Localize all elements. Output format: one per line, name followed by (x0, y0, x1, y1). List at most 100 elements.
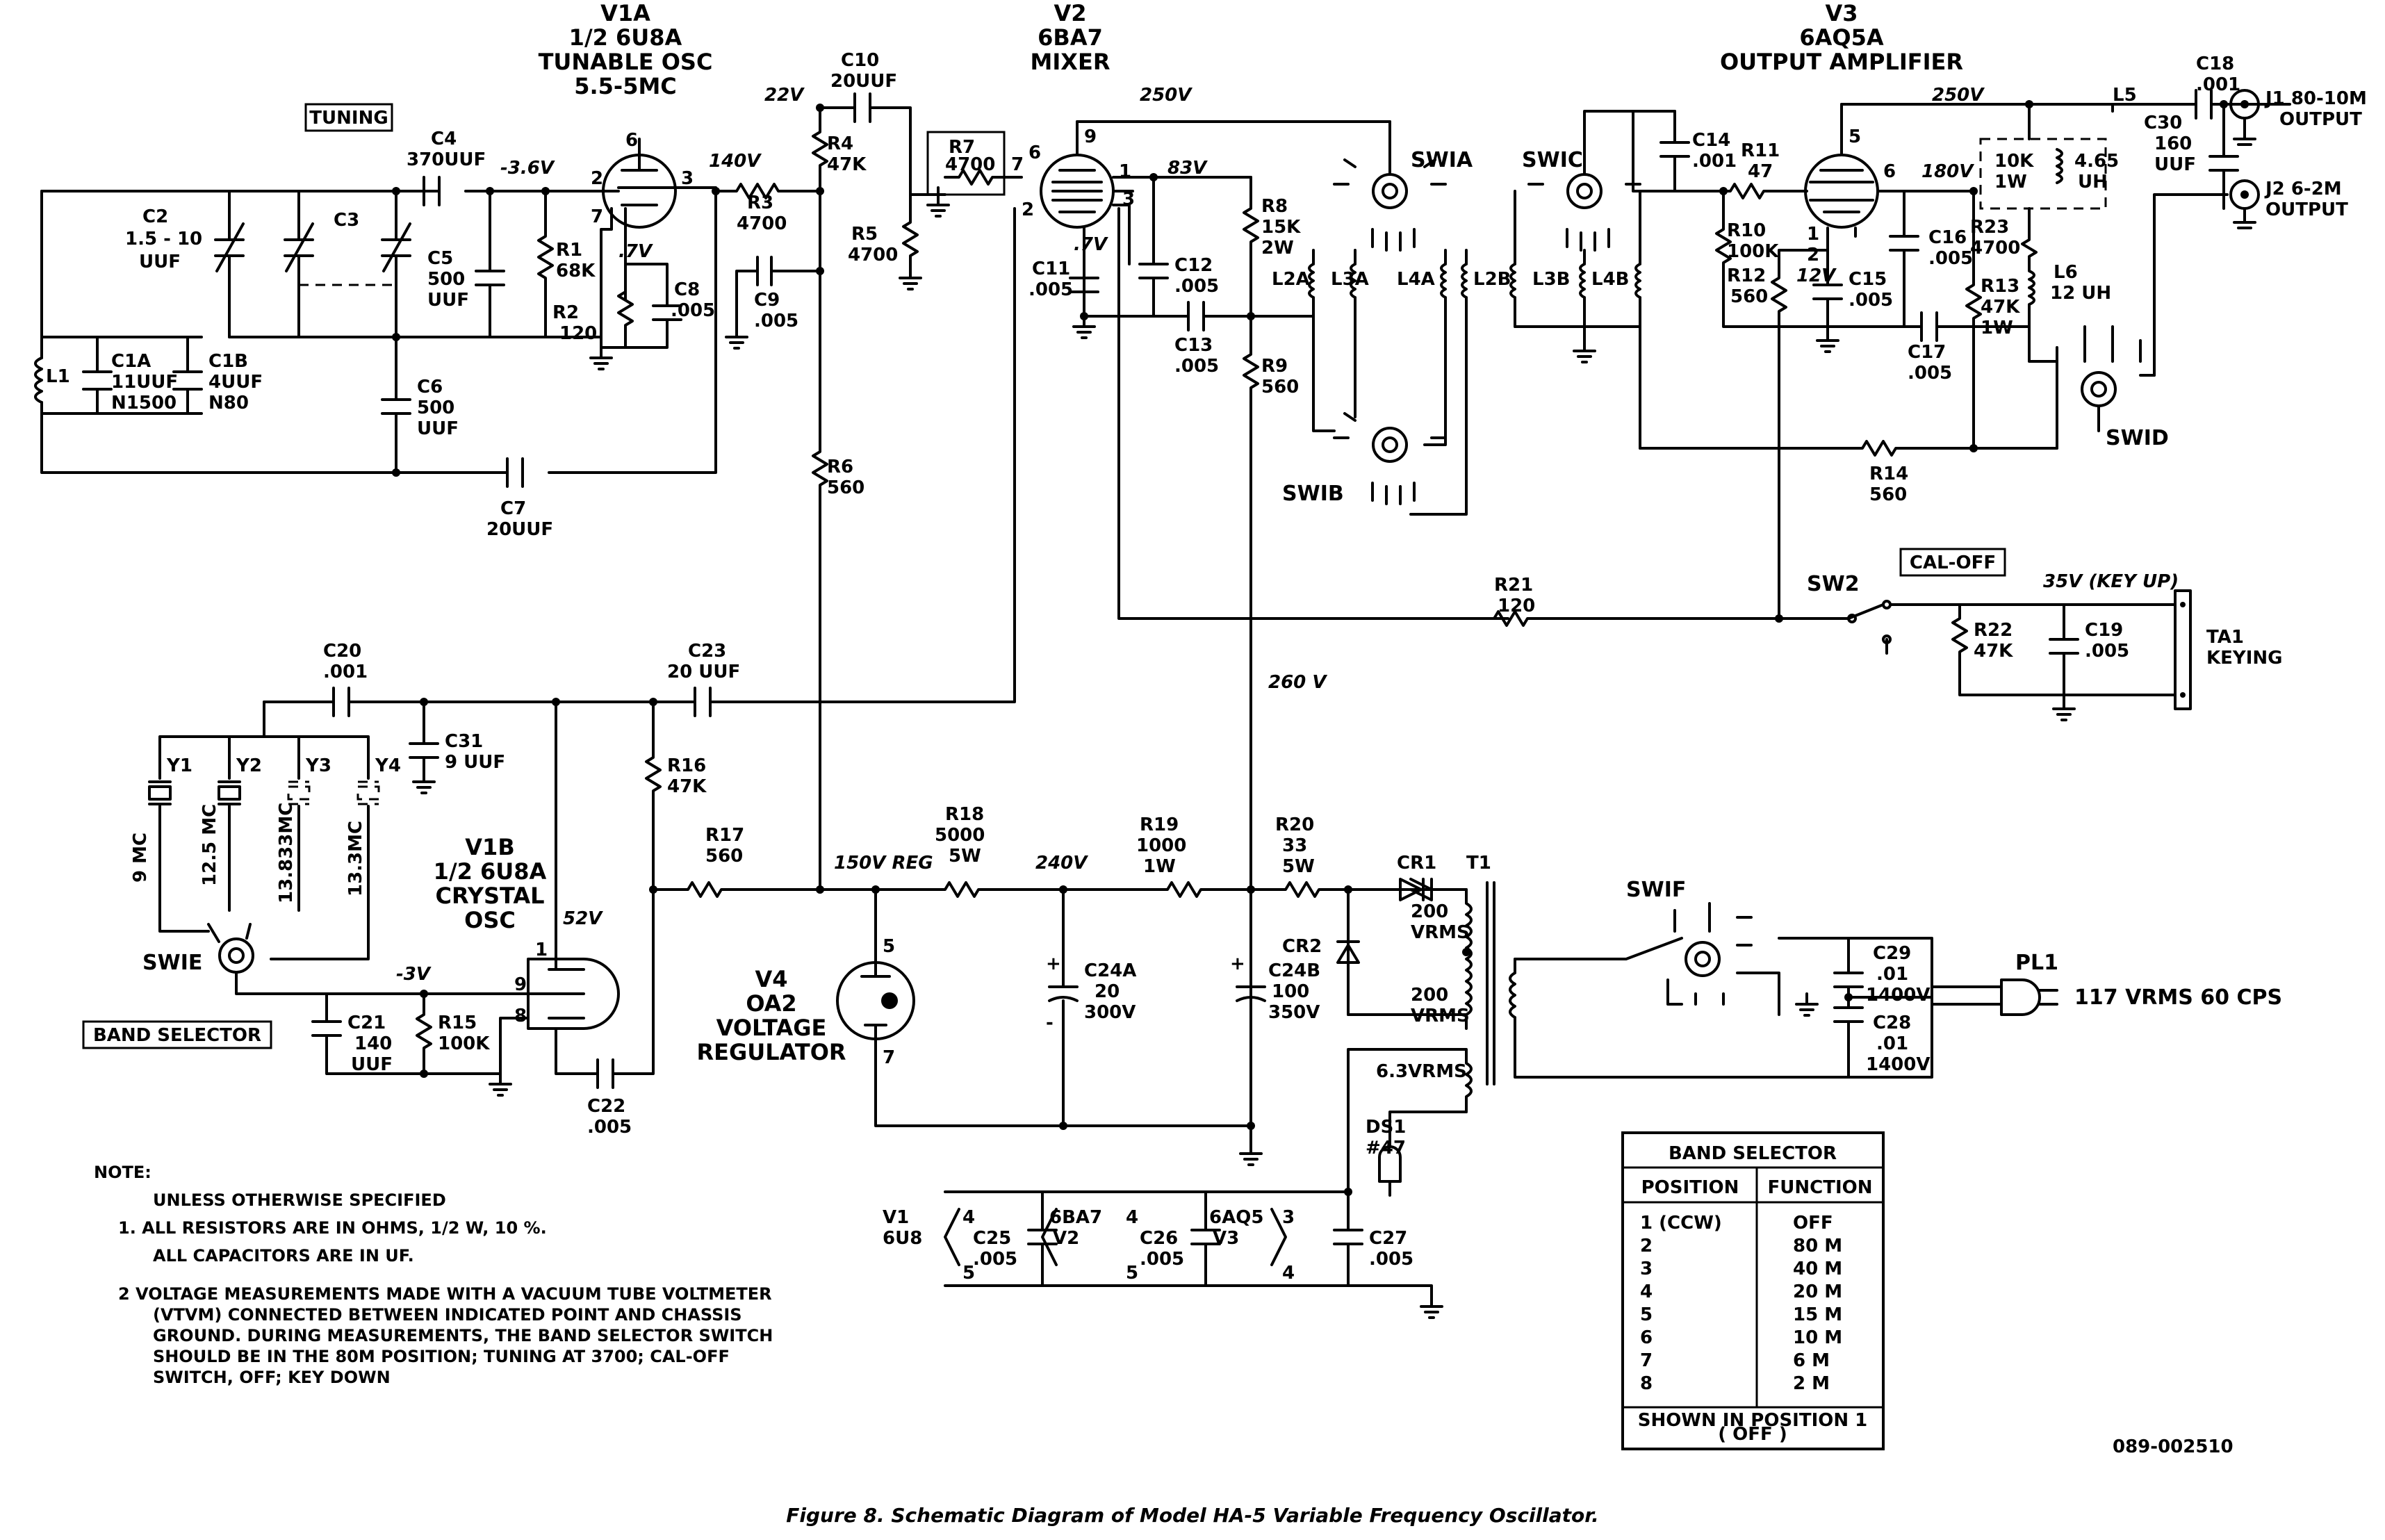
j2-label-0: J2 6-2M (2264, 179, 2342, 199)
t1-200b-0: 200 (1411, 985, 1448, 1006)
y2-crystal (218, 785, 241, 801)
r23-label-0: R23 (1970, 217, 2009, 238)
note-line-3: 2 VOLTAGE MEASUREMENTS MADE WITH A VACUU… (118, 1284, 772, 1304)
c3-label: C3 (334, 210, 359, 231)
figure-caption: Figure 8. Schematic Diagram of Model HA-… (786, 1504, 1598, 1527)
l5res-label-0: 10K (1994, 151, 2034, 172)
svg-text:1: 1 (1119, 161, 1131, 182)
svg-text:8: 8 (514, 1006, 527, 1026)
cal-off-label: CAL-OFF (1910, 552, 1996, 573)
swic-switch[interactable] (1566, 173, 1603, 209)
y3-label: Y3 (305, 755, 331, 776)
r15-label-1: 100K (438, 1033, 490, 1054)
r11-label-0: R11 (1741, 140, 1780, 161)
svg-text:6: 6 (625, 130, 638, 151)
band-switch-a-b: SWIA SWIB L2A L3A L4A SWIC L2B L3B L4B (1249, 110, 1676, 516)
cr1-label: CR1 (1397, 853, 1436, 874)
r14-label-0: R14 (1869, 464, 1908, 484)
c19-label-0: C19 (2085, 620, 2123, 641)
t1-63-label: 6.3VRMS (1376, 1061, 1467, 1082)
ds1-label-1: #47 (1366, 1138, 1406, 1158)
v-52: 52V (563, 908, 603, 929)
l5ind-label-0: 4.65 (2074, 151, 2119, 172)
v4-label-3: REGULATOR (696, 1039, 846, 1065)
c15-label-0: C15 (1849, 269, 1887, 290)
band-selector-label: BAND SELECTOR (93, 1025, 261, 1046)
ta1-jack[interactable] (2174, 589, 2192, 710)
c27-label-1: .005 (1369, 1249, 1413, 1270)
y1-freq: 9 MC (130, 833, 151, 883)
c19-label-1: .005 (2085, 641, 2129, 662)
l5res-label-1: 1W (1994, 172, 2027, 192)
heater-v1-0: V1 (883, 1207, 909, 1228)
cal-off-box (1899, 548, 2006, 577)
c18-label-1: .001 (2196, 74, 2240, 95)
drawing-number: 089-002510 (2113, 1436, 2234, 1457)
c2-label-1: 1.5 - 10 (125, 229, 202, 249)
c29-label-0: C29 (1873, 943, 1911, 964)
r19-label-1: 1000 (1136, 835, 1186, 856)
y4-freq: 13.3MC (345, 821, 366, 896)
y2-label: Y2 (236, 755, 262, 776)
c30-label-0: C30 (2144, 113, 2182, 133)
c2-label-0: C2 (142, 206, 168, 227)
c21-label-0: C21 (347, 1013, 386, 1033)
svg-text:5: 5 (1849, 126, 1861, 147)
c14-label-1: .001 (1692, 151, 1737, 172)
r1-label-0: R1 (556, 240, 582, 261)
v4-label-0: V4 (755, 966, 787, 992)
svg-text:+: + (1230, 953, 1245, 974)
swif-label: SWIF (1626, 878, 1686, 902)
tuning-box (304, 103, 393, 132)
c5-label-0: C5 (427, 248, 453, 269)
swie-switch[interactable] (218, 937, 254, 974)
c9-label-1: .005 (754, 311, 798, 331)
v1b-label-1: 1/2 6U8A (434, 858, 547, 885)
table-row-7-pos: 8 (1640, 1373, 1653, 1394)
c6-label-2: UUF (417, 418, 459, 439)
heater-v3-0: 6AQ5 (1209, 1207, 1263, 1228)
y4-crystal (356, 785, 380, 801)
r11-label-1: 47 (1748, 161, 1773, 182)
swib-switch[interactable] (1372, 427, 1408, 463)
tuning-label: TUNING (309, 108, 388, 129)
v3-label-2: OUTPUT AMPLIFIER (1720, 49, 1963, 75)
c26-label-0: C26 (1140, 1228, 1178, 1249)
v2-label-0: V2 (1054, 0, 1086, 26)
table-row-4-pos: 5 (1640, 1304, 1653, 1325)
c17-label-1: .005 (1908, 363, 1952, 384)
pl1-spec: 117 VRMS 60 CPS (2074, 985, 2282, 1010)
tunable-oscillator-section: V1A 1/2 6U8A TUNABLE OSC 5.5-5MC TUNING … (34, 0, 821, 540)
v3-label-0: V3 (1825, 0, 1858, 26)
l4a-label: L4A (1397, 269, 1435, 290)
note-line-1: 1. ALL RESISTORS ARE IN OHMS, 1/2 W, 10 … (118, 1218, 547, 1238)
swif-switch[interactable] (1685, 941, 1721, 977)
swid-label: SWID (2106, 426, 2169, 450)
sw2-switch[interactable] (1833, 603, 1885, 620)
l5-label: L5 (2113, 85, 2137, 106)
r21-label-0: R21 (1494, 575, 1533, 596)
v1b-label-3: OSC (464, 907, 516, 933)
r5-label-0: R5 (851, 224, 878, 245)
v-83: 83V (1167, 158, 1208, 179)
c25-label-1: .005 (973, 1249, 1017, 1270)
swid-switch[interactable] (2081, 371, 2117, 407)
swia-switch[interactable] (1372, 173, 1408, 209)
t1-label: T1 (1466, 853, 1491, 874)
b-plus-column: 22V R4 47K C9 .005 R6 560 C10 20UUF R5 4… (725, 50, 922, 891)
svg-text:1: 1 (1807, 224, 1819, 245)
r4-label-1: 47K (827, 154, 867, 175)
r16-label-1: 47K (667, 776, 707, 797)
v3-label-1: 6AQ5A (1799, 24, 1884, 51)
mixer-section: V2 6BA7 MIXER R7 4700 7 6 2 9 1 3 250V 8… (909, 0, 1509, 1148)
svg-text:7: 7 (591, 206, 603, 227)
v-neg3: -3V (396, 964, 432, 985)
c10-label-1: 20UUF (830, 71, 897, 92)
c24a-label-2: 300V (1084, 1002, 1136, 1023)
c29-label-2: 1400V (1866, 985, 1931, 1006)
c5-label-2: UUF (427, 290, 469, 311)
svg-text:9: 9 (514, 974, 527, 995)
c1b-label-1: 4UUF (208, 372, 263, 393)
r12-label-0: R12 (1727, 265, 1766, 286)
svg-text:5: 5 (1126, 1263, 1138, 1284)
